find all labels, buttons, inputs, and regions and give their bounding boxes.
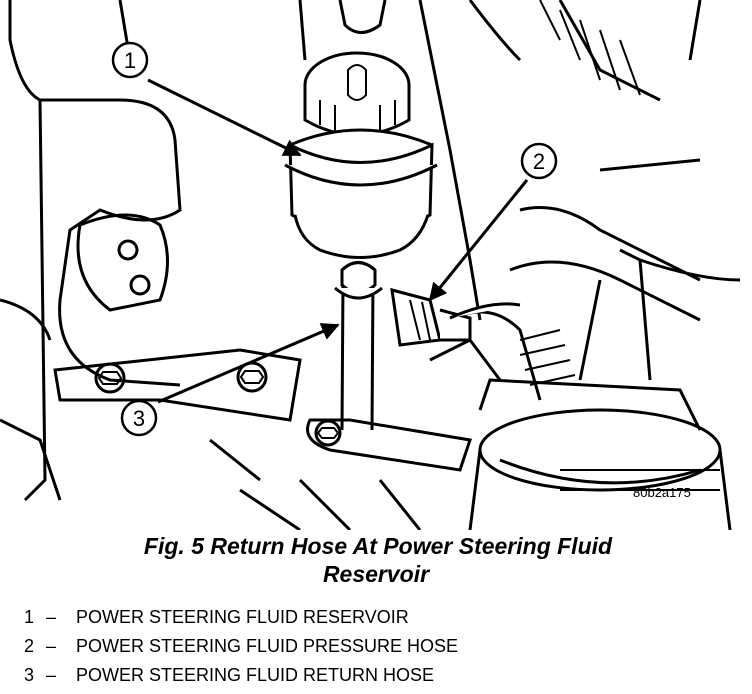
- legend-item: 2–POWER STEERING FLUID PRESSURE HOSE: [24, 632, 744, 661]
- legend: 1–POWER STEERING FLUID RESERVOIR 2–POWER…: [24, 603, 744, 690]
- background-engine-outlines: [0, 0, 741, 530]
- callout-3: 3: [120, 399, 158, 437]
- legend-item: 3–POWER STEERING FLUID RETURN HOSE: [24, 661, 744, 690]
- callout-arrows: [147, 78, 529, 404]
- legend-text: POWER STEERING FLUID PRESSURE HOSE: [76, 636, 459, 656]
- legend-text: POWER STEERING FLUID RESERVOIR: [76, 607, 409, 627]
- figure-caption: Fig. 5 Return Hose At Power Steering Flu…: [0, 532, 752, 588]
- figure-code: 80b2a175: [633, 485, 691, 500]
- legend-number: 1: [24, 607, 35, 627]
- legend-number: 3: [24, 665, 35, 685]
- legend-dash: –: [46, 665, 57, 685]
- engine-illustration: 1 2 3 80b2a175: [0, 0, 741, 530]
- callout-2: 2: [520, 142, 558, 180]
- callout-arrow-2: [428, 179, 529, 302]
- caption-line-2: Reservoir: [322, 561, 430, 587]
- legend-dash: –: [46, 607, 57, 627]
- hoses: [334, 261, 521, 431]
- callout-arrow-3: [157, 323, 340, 404]
- legend-dash: –: [46, 636, 57, 656]
- callout-arrow-1: [147, 78, 302, 157]
- callout-label-1: 1: [124, 48, 136, 73]
- fluid-reservoir: [284, 0, 438, 259]
- legend-item: 1–POWER STEERING FLUID RESERVOIR: [24, 603, 744, 632]
- legend-text: POWER STEERING FLUID RETURN HOSE: [76, 665, 435, 685]
- callout-label-3: 3: [133, 406, 145, 431]
- caption-line-1: Fig. 5 Return Hose At Power Steering Flu…: [143, 533, 613, 559]
- callout-label-2: 2: [533, 149, 545, 174]
- legend-number: 2: [24, 636, 35, 656]
- callout-1: 1: [111, 41, 149, 79]
